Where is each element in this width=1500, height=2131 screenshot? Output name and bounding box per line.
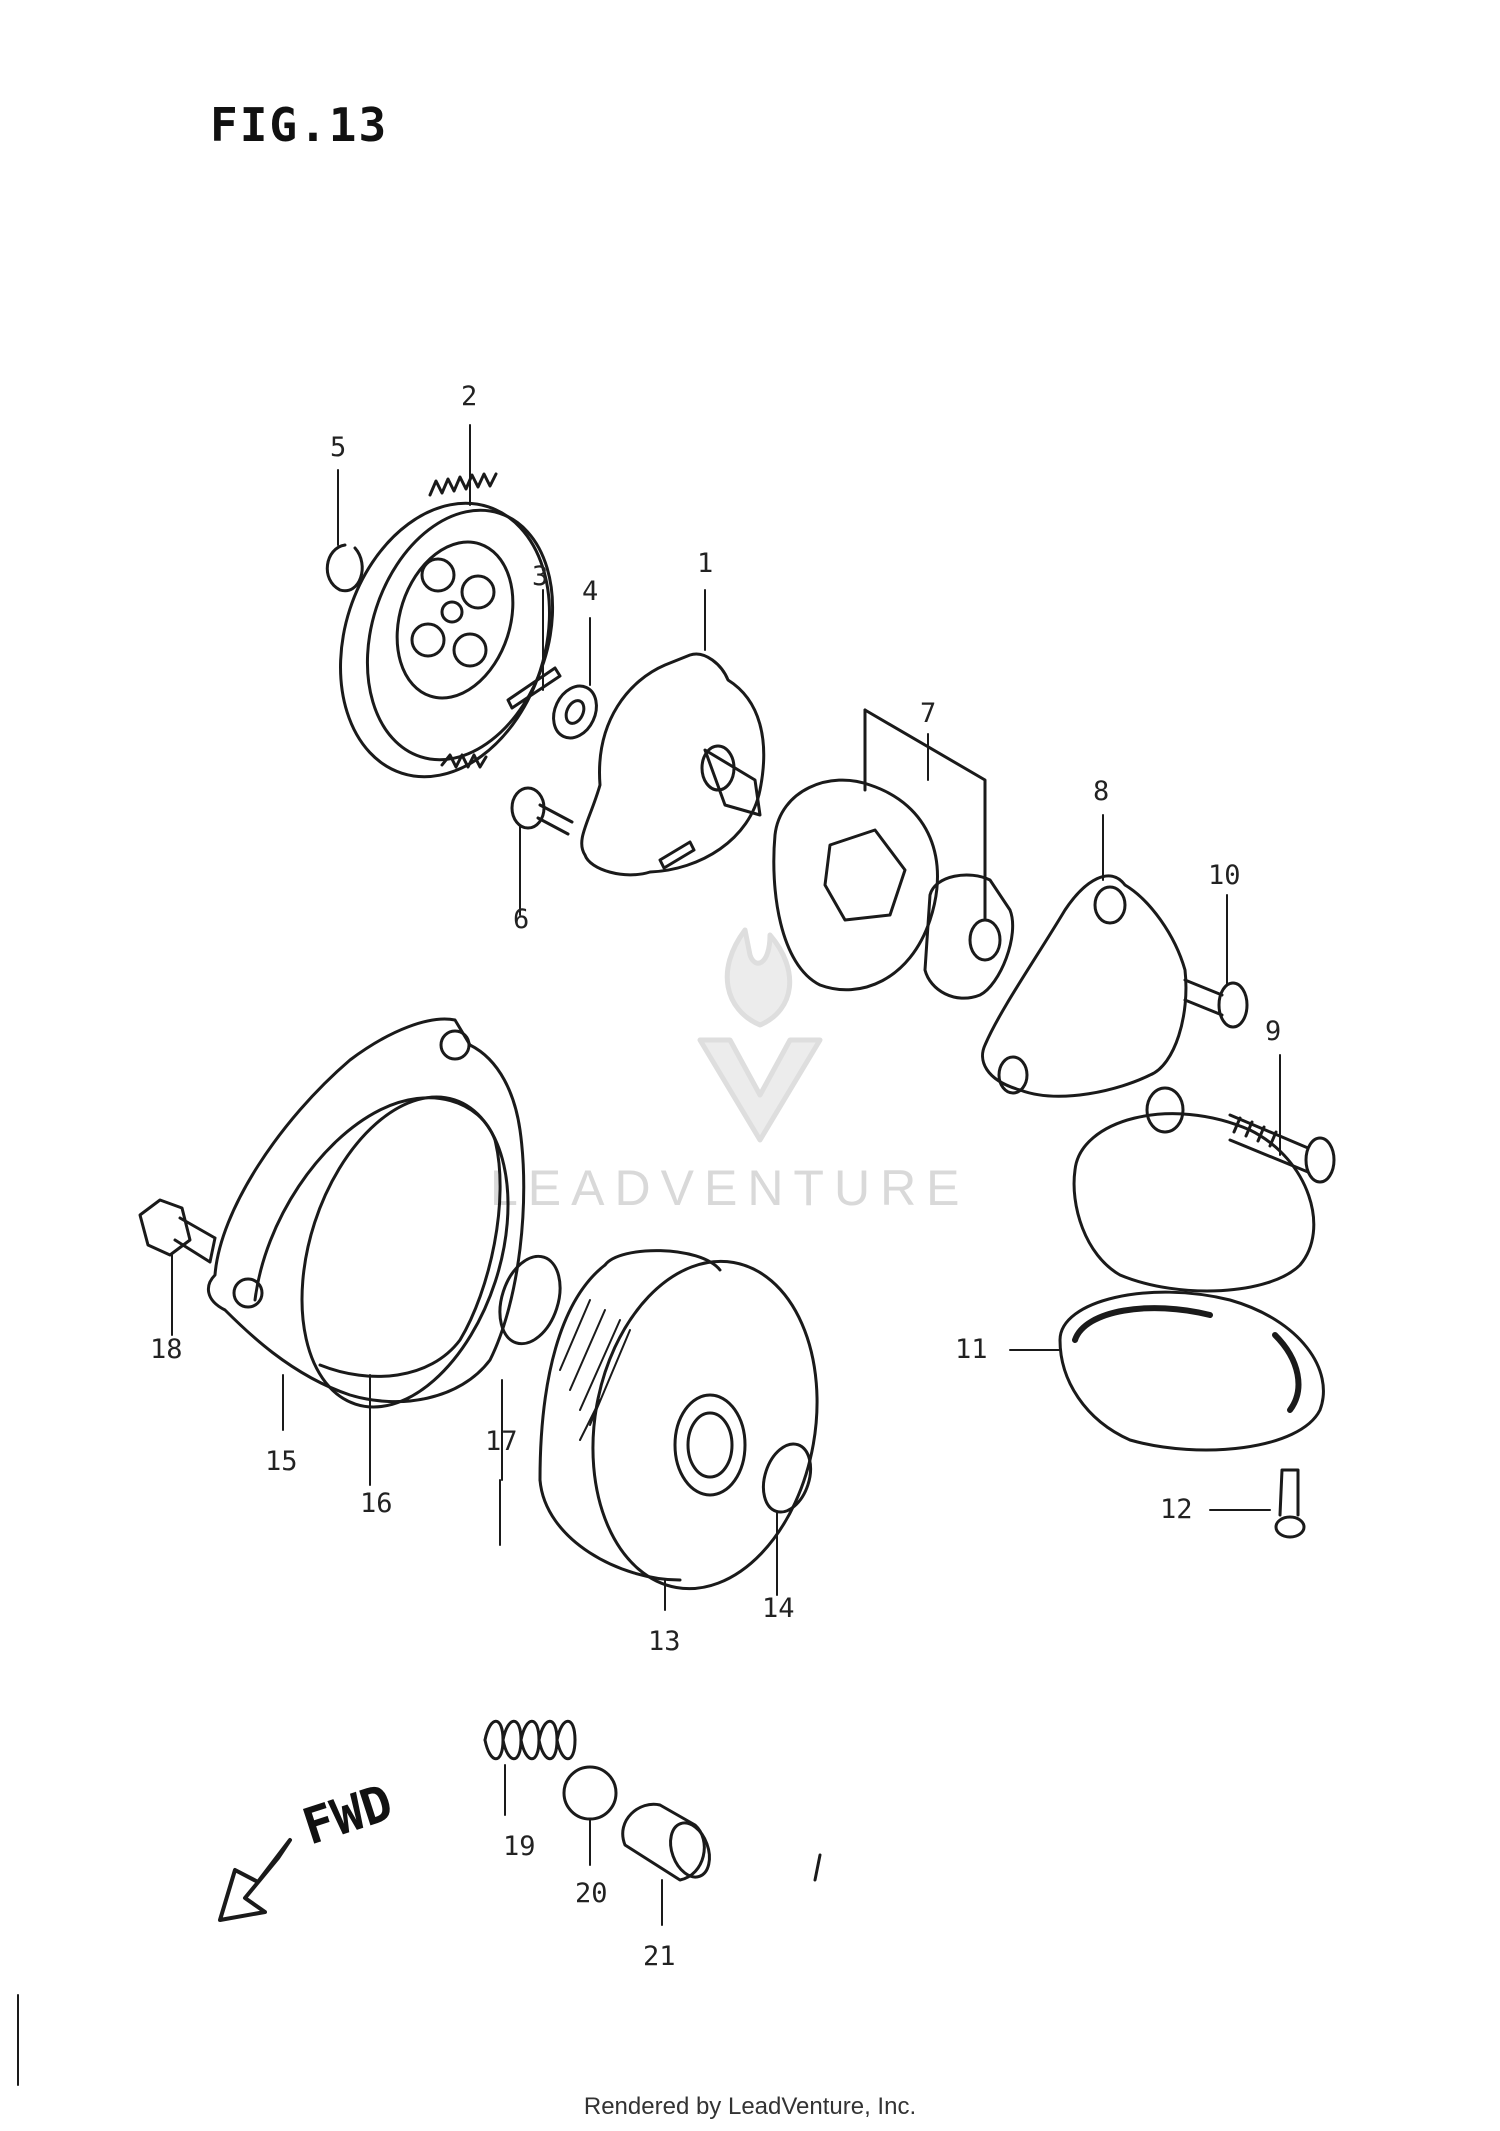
callout-10: 10 (1208, 860, 1241, 891)
figure-title: FIG.13 (210, 98, 389, 152)
oil-pump-body-part (981, 874, 1316, 1293)
circlip-part (325, 543, 364, 593)
callout-20: 20 (575, 1878, 608, 1909)
forward-arrow-icon (218, 1838, 292, 1922)
callout-16: 16 (360, 1488, 393, 1519)
callout-5: 5 (330, 432, 346, 463)
leader-lines (171, 424, 1281, 1926)
o-ring-part (761, 1442, 813, 1514)
o-ring-part (300, 1095, 510, 1409)
o-ring-part (498, 1254, 562, 1346)
oil-pump-gear-part (339, 472, 555, 779)
callout-13: 13 (648, 1626, 681, 1657)
callout-6: 6 (513, 904, 529, 935)
oil-pump-cover-part (580, 652, 766, 877)
oil-filter-part (538, 1249, 819, 1591)
plug-part (621, 1802, 711, 1882)
leadventure-logo-watermark (697, 927, 823, 1143)
spring-part (483, 1719, 577, 1761)
oil-strainer-part (1058, 1290, 1325, 1452)
callout-8: 8 (1093, 776, 1109, 807)
pin-part (506, 666, 562, 710)
footer-credit: Rendered by LeadVenture, Inc. (583, 2093, 917, 2120)
screw-part (1183, 978, 1249, 1029)
watermark-text: LEADVENTURE (490, 1160, 970, 1216)
callout-9: 9 (1265, 1016, 1281, 1047)
forward-direction-label: FWD (296, 1773, 400, 1856)
pump-rotor-part (772, 708, 1015, 1000)
check-ball-part (562, 1765, 618, 1821)
stray-mark (813, 1853, 822, 1882)
screw-part (510, 786, 574, 836)
callout-3: 3 (532, 561, 548, 592)
callout-18: 18 (150, 1334, 183, 1365)
callout-14: 14 (762, 1593, 795, 1624)
callout-15: 15 (265, 1446, 298, 1477)
callout-labels: 1 2 3 4 5 6 7 8 9 10 11 12 13 14 15 16 1… (150, 381, 1281, 1972)
bolt-part (138, 1198, 217, 1264)
callout-2: 2 (461, 381, 477, 412)
screw-part (1274, 1468, 1306, 1539)
callout-11: 11 (955, 1334, 988, 1365)
callout-4: 4 (582, 576, 598, 607)
oil-filter-cover-part (206, 1017, 526, 1404)
callout-17: 17 (485, 1426, 518, 1457)
callout-19: 19 (503, 1831, 536, 1862)
callout-1: 1 (697, 548, 713, 579)
bolt-part (1228, 1113, 1336, 1184)
callout-7: 7 (920, 698, 936, 729)
callout-12: 12 (1160, 1494, 1193, 1525)
washer-part (552, 684, 598, 740)
callout-21: 21 (643, 1941, 676, 1972)
